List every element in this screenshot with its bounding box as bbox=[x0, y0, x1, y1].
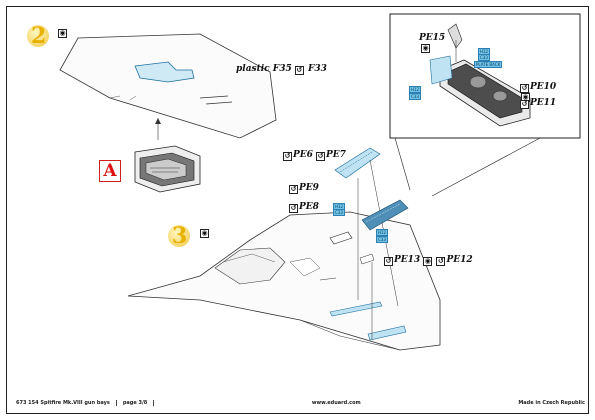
step-2-circle bbox=[27, 25, 49, 47]
step-3-circle bbox=[168, 225, 190, 247]
gun-bay-part-a bbox=[134, 145, 201, 193]
pe8-part bbox=[329, 231, 353, 245]
fold-icon: ↺ bbox=[289, 204, 298, 213]
footer-made-in: Made in Czech Republic bbox=[518, 400, 585, 406]
footer-website[interactable]: www.eduard.com bbox=[311, 400, 361, 406]
pe13-pe12-label: ↺PE13 ◉ ↺PE12 bbox=[384, 255, 473, 266]
pe7-text: PE7 bbox=[326, 150, 346, 160]
pe10-label: ↺PE10 bbox=[520, 82, 556, 93]
glue-icon: ◉ bbox=[423, 257, 433, 266]
pe11-text: PE11 bbox=[530, 98, 557, 108]
inset-tag-c33: C33 bbox=[478, 54, 490, 61]
fold-icon: ↺ bbox=[316, 152, 326, 161]
f33-text: F33 bbox=[308, 64, 327, 74]
pe7-bracket bbox=[334, 147, 381, 179]
pe8-label: ↺PE8 bbox=[289, 202, 319, 213]
pe12-bracket bbox=[361, 199, 409, 231]
glue-icon: ◉ bbox=[58, 29, 67, 38]
page-footer: 673 154 Spitfire Mk.VIII gun bays page 3… bbox=[10, 398, 585, 408]
fold-icon: ↺ bbox=[436, 257, 446, 266]
inset-gun-bay-part bbox=[429, 23, 531, 127]
pe6-text: PE6 bbox=[293, 150, 313, 160]
fold-icon: ↺ bbox=[283, 152, 292, 161]
step-3-number: 3 bbox=[172, 223, 188, 249]
inset-tag-c33b: C33 bbox=[409, 93, 421, 100]
fold-icon: ↺ bbox=[520, 100, 529, 109]
fold-icon: ↺ bbox=[384, 257, 393, 266]
plastic-f35-text: plastic F35 bbox=[236, 64, 292, 74]
main-tag-c33: C33 bbox=[333, 209, 345, 216]
pe11-label: ↺PE11 bbox=[520, 98, 556, 109]
pe8-text: PE8 bbox=[299, 202, 319, 212]
main-tag-h12b: H12 bbox=[376, 229, 389, 236]
wing-panel-upper bbox=[59, 33, 277, 139]
pe9-label: ↺PE9 bbox=[289, 183, 319, 194]
fold-icon: ↺ bbox=[294, 66, 304, 75]
part-a-badge: A bbox=[99, 160, 121, 182]
glue-icon: ◉ bbox=[421, 44, 430, 53]
inset-tag-plate-back: PLATE BACK bbox=[474, 61, 503, 68]
pe9-text: PE9 bbox=[299, 183, 319, 193]
inset-tag-h12b: H12 bbox=[409, 86, 422, 93]
pe15-label: PE15 bbox=[419, 33, 446, 43]
fold-icon: ↺ bbox=[289, 185, 298, 194]
glue-icon: ◉ bbox=[200, 229, 209, 238]
pe13-text: PE13 bbox=[394, 255, 421, 265]
pe10-text: PE10 bbox=[530, 82, 557, 92]
pe12-text: PE12 bbox=[446, 255, 473, 265]
footer-page: page 3/8 bbox=[117, 400, 155, 406]
footer-code: 673 154 Spitfire Mk.VIII gun bays bbox=[10, 400, 117, 406]
fold-icon: ↺ bbox=[520, 84, 529, 93]
step-2-number: 2 bbox=[31, 23, 47, 49]
page-frame bbox=[6, 6, 589, 414]
main-tag-c33b: C33 bbox=[376, 236, 388, 243]
pe6-pe7-label: ↺PE6 ↺PE7 bbox=[283, 150, 346, 161]
plastic-f35-label: plastic F35 ↺ F33 bbox=[236, 64, 327, 75]
